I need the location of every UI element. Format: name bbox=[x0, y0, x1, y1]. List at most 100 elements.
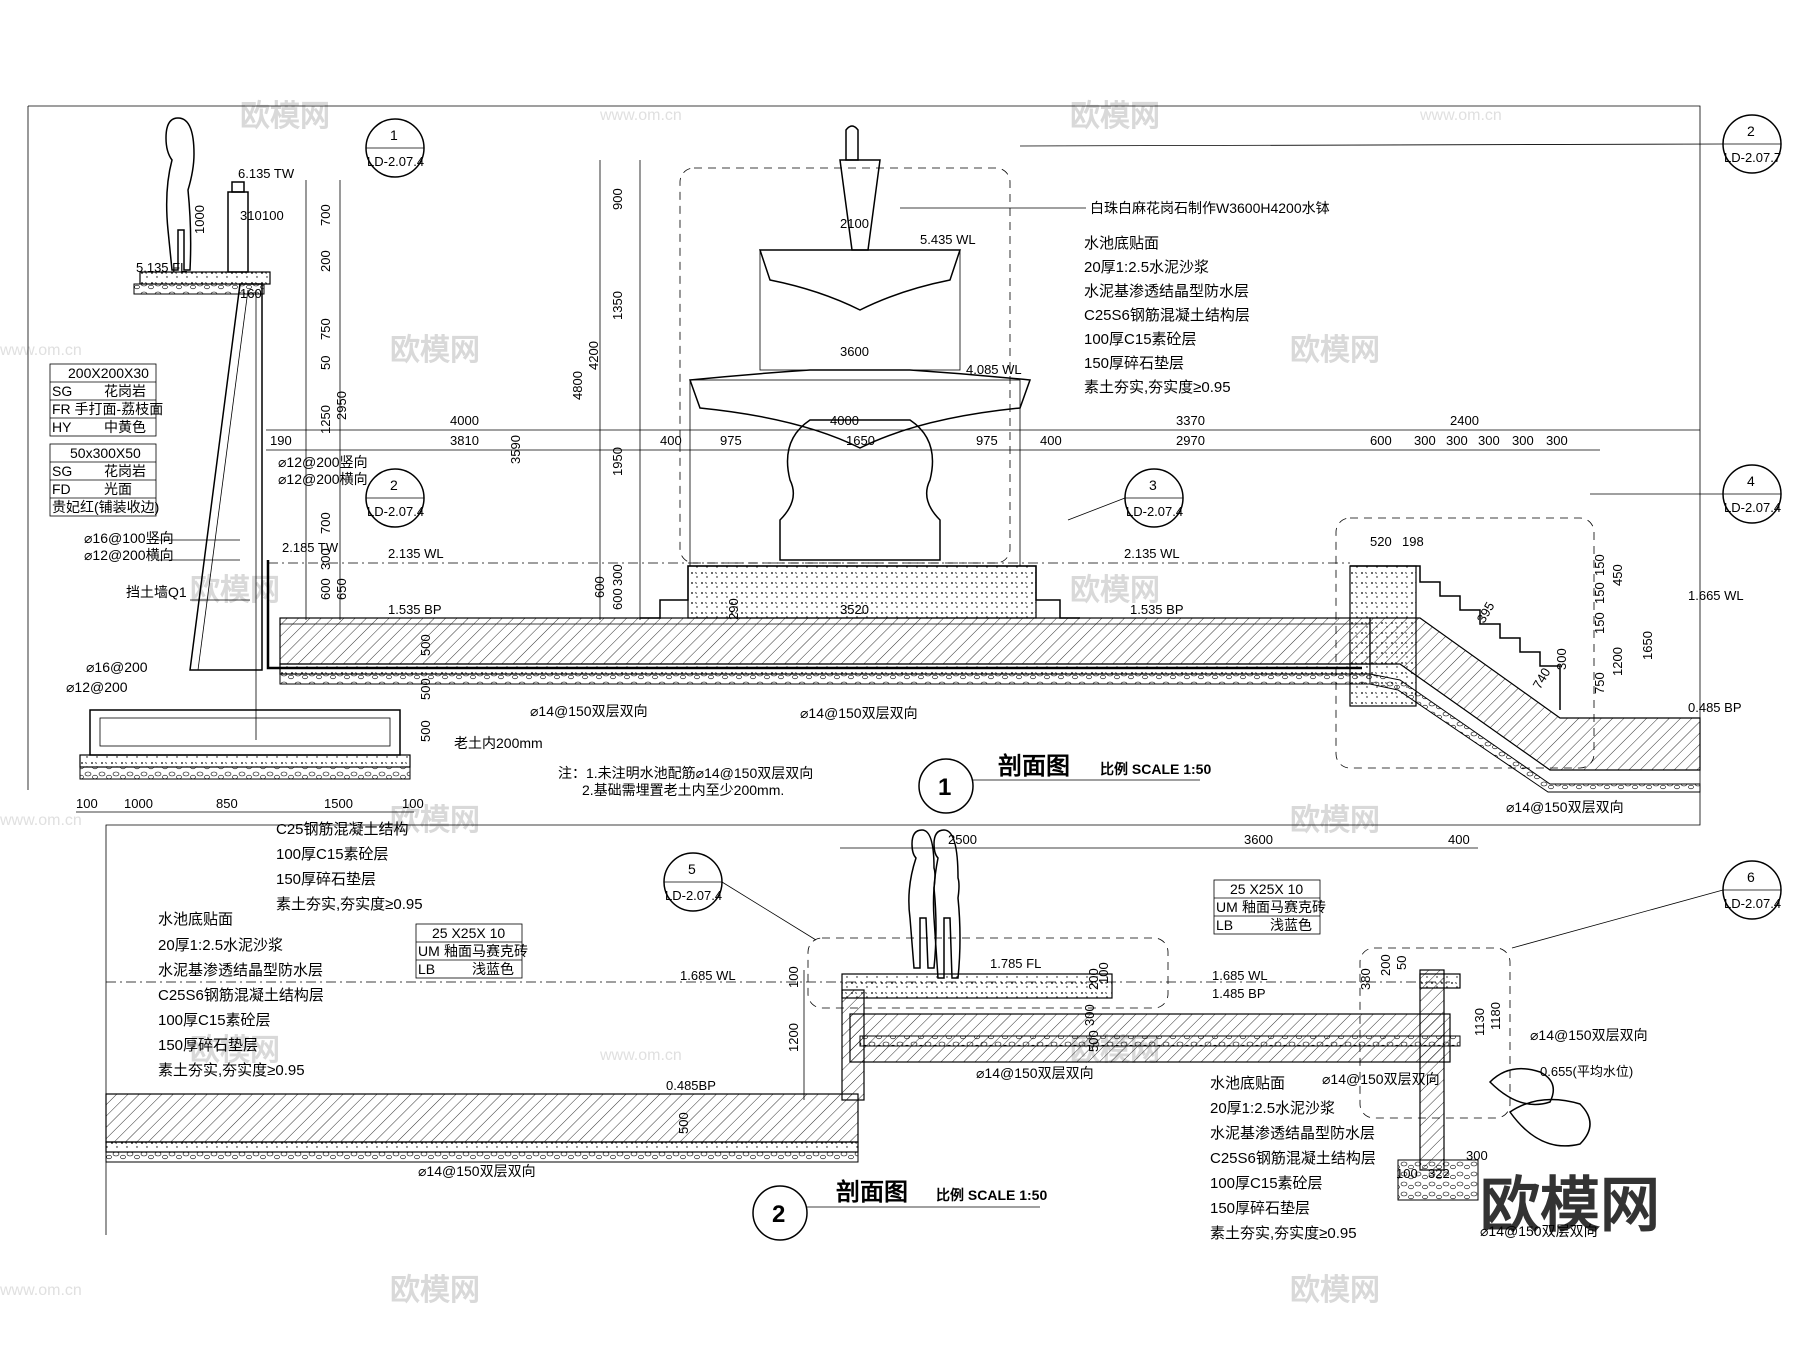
callout-ref: LD-2.07.4 bbox=[1724, 500, 1781, 515]
wall-body bbox=[189, 283, 263, 671]
fountain-lower-bowl bbox=[688, 369, 1032, 449]
human-figure-icon bbox=[908, 829, 937, 969]
table-code: UM bbox=[418, 943, 440, 959]
layer-note: 水池底贴面 bbox=[158, 911, 233, 928]
dim-text: 2100 bbox=[840, 216, 869, 231]
dim-text: 1000 bbox=[192, 205, 207, 234]
dim-text: 750 bbox=[1592, 672, 1607, 694]
platform bbox=[841, 973, 1113, 999]
pool-steps bbox=[1350, 565, 1561, 710]
dim-text: 100 bbox=[786, 966, 801, 988]
layer-note: 150厚碎石垫层 bbox=[1210, 1200, 1310, 1217]
drawing-frame bbox=[28, 105, 1701, 1235]
note-line: 2.基础需埋置老土内至少200mm. bbox=[582, 782, 784, 798]
layer-note: 素土夯实,夯实度≥0.95 bbox=[158, 1062, 305, 1079]
brand-watermark-large: 欧模网 bbox=[1480, 1172, 1660, 1239]
layer-note: 20厚1:2.5水泥沙浆 bbox=[158, 936, 283, 954]
dim-text: 650 bbox=[334, 578, 349, 600]
wall-rebar bbox=[197, 289, 249, 671]
elevation-mark: 1.685 WL bbox=[680, 968, 736, 983]
dim-text: 3370 bbox=[1176, 413, 1205, 428]
layer-note: 水泥基渗透结晶型防水层 bbox=[1084, 283, 1249, 300]
dim-text: 500 bbox=[418, 720, 433, 742]
callout-number: 5 bbox=[688, 861, 696, 877]
dim-text: 3810 bbox=[450, 433, 479, 448]
dim-text: 1950 bbox=[610, 447, 625, 476]
human-figure-icon bbox=[932, 829, 961, 979]
dim-text: 300 bbox=[1446, 433, 1468, 448]
soil-label: 老土内200mm bbox=[454, 735, 543, 751]
pool-layer-notes-left: 水池底贴面 20厚1:2.5水泥沙浆 水泥基渗透结晶型防水层 C25S6钢筋混凝… bbox=[158, 911, 324, 1079]
upper-gravel bbox=[859, 1035, 1461, 1047]
dim-text: 3590 bbox=[508, 435, 523, 464]
dim-text: 300 bbox=[610, 564, 625, 586]
section-title: 剖面图 bbox=[836, 1178, 908, 1206]
elevation-marks-1: 6.135 TW 5.135 FL 5.435 WL 4.085 WL 2.18… bbox=[136, 166, 1744, 715]
table-value: 花岗岩 bbox=[104, 463, 146, 479]
layer-note: 100厚C15素砼层 bbox=[1084, 331, 1197, 348]
wall-layer-notes: C25钢筋混凝土结构 100厚C15素砼层 150厚碎石垫层 素土夯实,夯实度≥… bbox=[276, 821, 423, 913]
dim-text: 400 bbox=[660, 433, 682, 448]
table-code: HY bbox=[52, 419, 72, 435]
section-number: 2 bbox=[772, 1201, 785, 1228]
layer-note: 150厚碎石垫层 bbox=[158, 1037, 258, 1054]
human-figure-icon bbox=[165, 117, 195, 271]
layer-note: C25S6钢筋混凝土结构层 bbox=[1210, 1150, 1376, 1167]
watermark: 欧模网 bbox=[1070, 100, 1160, 133]
layer-note: 100厚C15素砼层 bbox=[276, 846, 389, 863]
pool-slab bbox=[279, 617, 1371, 665]
right-wall bbox=[1419, 969, 1445, 1171]
dim-text: 200 bbox=[1086, 968, 1101, 990]
layer-note: 素土夯实,夯实度≥0.95 bbox=[1084, 379, 1231, 396]
dim-text: 600 bbox=[1370, 433, 1392, 448]
dim-text: 190 bbox=[270, 433, 292, 448]
elevation-mark: 1.485 BP bbox=[1212, 986, 1266, 1001]
table-code: SG bbox=[52, 463, 72, 479]
dim-text: 2400 bbox=[1450, 413, 1479, 428]
callout-number: 2 bbox=[1747, 123, 1755, 139]
callouts-1: 1 LD-2.07.4 2 LD-2.07.7 2 LD-2.07.4 3 L bbox=[365, 114, 1782, 769]
dim-text: 4800 bbox=[570, 371, 585, 400]
rebar-labels-left: ⌀12@200竖向 ⌀12@200横向 ⌀16@100竖向 ⌀12@200横向 … bbox=[66, 454, 543, 751]
elevation-mark: 2.135 WL bbox=[1124, 546, 1180, 561]
callout-bubble: 2 LD-2.07.7 bbox=[1019, 114, 1782, 174]
callout-number: 3 bbox=[1149, 477, 1157, 493]
detail-boundary bbox=[1359, 947, 1511, 1119]
table-value: 浅蓝色 bbox=[472, 961, 514, 977]
dim-text: 900 bbox=[610, 188, 625, 210]
watermark: 欧模网 bbox=[190, 1034, 280, 1067]
detail-boundary bbox=[1335, 517, 1595, 769]
callout-number: 2 bbox=[390, 477, 398, 493]
dim-text: 975 bbox=[720, 433, 742, 448]
elevation-mark: 0.485 BP bbox=[1688, 700, 1742, 715]
elevation-mark: 4.085 WL bbox=[966, 362, 1022, 377]
dim-text: 100 bbox=[1096, 962, 1111, 984]
table-code: SG bbox=[52, 383, 72, 399]
rebar-label: ⌀12@200横向 bbox=[84, 547, 174, 563]
layer-note: 150厚碎石垫层 bbox=[276, 871, 376, 888]
callout-number: 6 bbox=[1747, 869, 1755, 885]
dim-text: 160 bbox=[240, 286, 262, 301]
dim-text: 1200 bbox=[786, 1023, 801, 1052]
rock-icon bbox=[1488, 1067, 1555, 1106]
dim-text: 100 bbox=[262, 208, 284, 223]
layer-note: 水泥基渗透结晶型防水层 bbox=[1210, 1125, 1375, 1142]
dim-text: 100 bbox=[1396, 1166, 1418, 1181]
dim-text: 198 bbox=[1402, 534, 1424, 549]
table-code: UM bbox=[1216, 899, 1238, 915]
dim-text: 100 bbox=[402, 796, 424, 811]
pool-base-2 bbox=[105, 937, 1591, 1201]
dim-text: 150 bbox=[1592, 554, 1607, 576]
dim-text: 600 bbox=[318, 578, 333, 600]
dim-text: 300 bbox=[1554, 648, 1569, 670]
layer-note: C25S6钢筋混凝土结构层 bbox=[1084, 307, 1250, 324]
table-value: 釉面马赛克砖 bbox=[444, 943, 528, 959]
dim-text: 150 bbox=[1592, 612, 1607, 634]
elevation-mark: 2.135 WL bbox=[388, 546, 444, 561]
watermark: 欧模网 bbox=[1290, 804, 1380, 837]
dim-text: 500 bbox=[418, 678, 433, 700]
watermark-url: www.om.cn bbox=[599, 107, 682, 124]
elevation-mark: 6.135 TW bbox=[238, 166, 295, 181]
callout-bubble: 1 LD-2.07.4 bbox=[365, 118, 425, 178]
dim-text: 850 bbox=[216, 796, 238, 811]
